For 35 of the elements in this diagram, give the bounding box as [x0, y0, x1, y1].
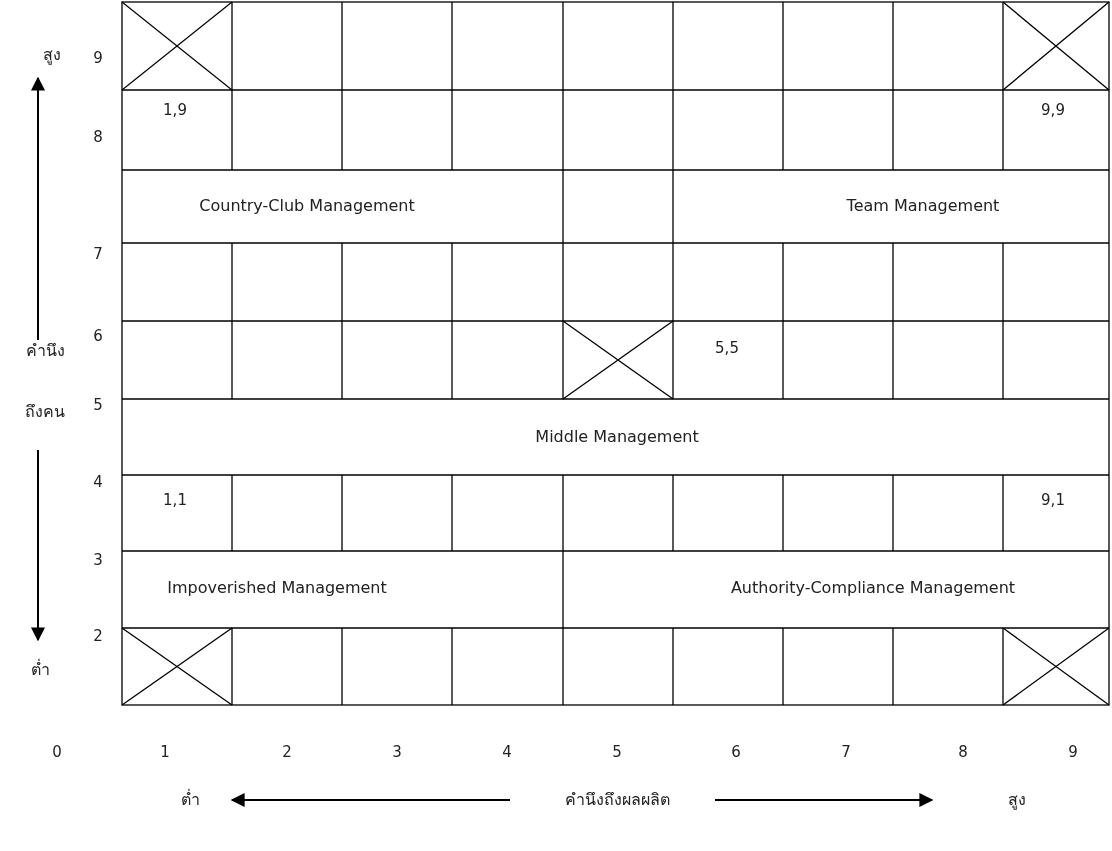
axis-label: สูง: [43, 45, 61, 65]
axis-tick-label: 5: [93, 396, 103, 414]
axis-tick-label: 9: [1068, 743, 1078, 761]
region-label: Middle Management: [535, 427, 699, 447]
axis-tick-label: 3: [93, 551, 103, 569]
axis-tick-label: 4: [502, 743, 512, 761]
axis-label: คำนึงถึงผลผลิต: [564, 790, 670, 810]
axis-tick-label: 6: [93, 327, 103, 345]
axis-label: ต่ำ: [30, 660, 50, 680]
cell-label: 1,1: [163, 491, 187, 509]
axis-tick-label: 0: [52, 743, 62, 761]
axis-tick-label: 7: [93, 245, 103, 263]
region-label: Team Management: [846, 196, 1000, 216]
region-label: Authority-Compliance Management: [730, 578, 1016, 598]
cell-label: 1,9: [163, 101, 187, 119]
axis-tick-label: 5: [612, 743, 622, 761]
axis-tick-label: 9: [93, 49, 103, 67]
axis-tick-label: 6: [731, 743, 741, 761]
axis-tick-label: 3: [392, 743, 402, 761]
axis-tick-label: 2: [282, 743, 292, 761]
region-label: Impoverished Management: [167, 578, 387, 598]
axis-label: ถึงคน: [25, 402, 65, 422]
cell-label: 9,9: [1041, 101, 1065, 119]
axis-tick-label: 7: [841, 743, 851, 761]
axis-tick-label: 4: [93, 473, 103, 491]
axis-tick-label: 8: [93, 128, 103, 146]
cell-label: 9,1: [1041, 491, 1065, 509]
axis-tick-label: 1: [160, 743, 170, 761]
cell-label: 5,5: [715, 339, 739, 357]
axis-label: คำนึง: [25, 341, 65, 361]
axis-label: สูง: [1008, 790, 1026, 810]
axis-tick-label: 8: [958, 743, 968, 761]
region-label: Country-Club Management: [199, 196, 415, 216]
axis-label: ต่ำ: [180, 790, 200, 810]
axis-tick-label: 2: [93, 627, 103, 645]
